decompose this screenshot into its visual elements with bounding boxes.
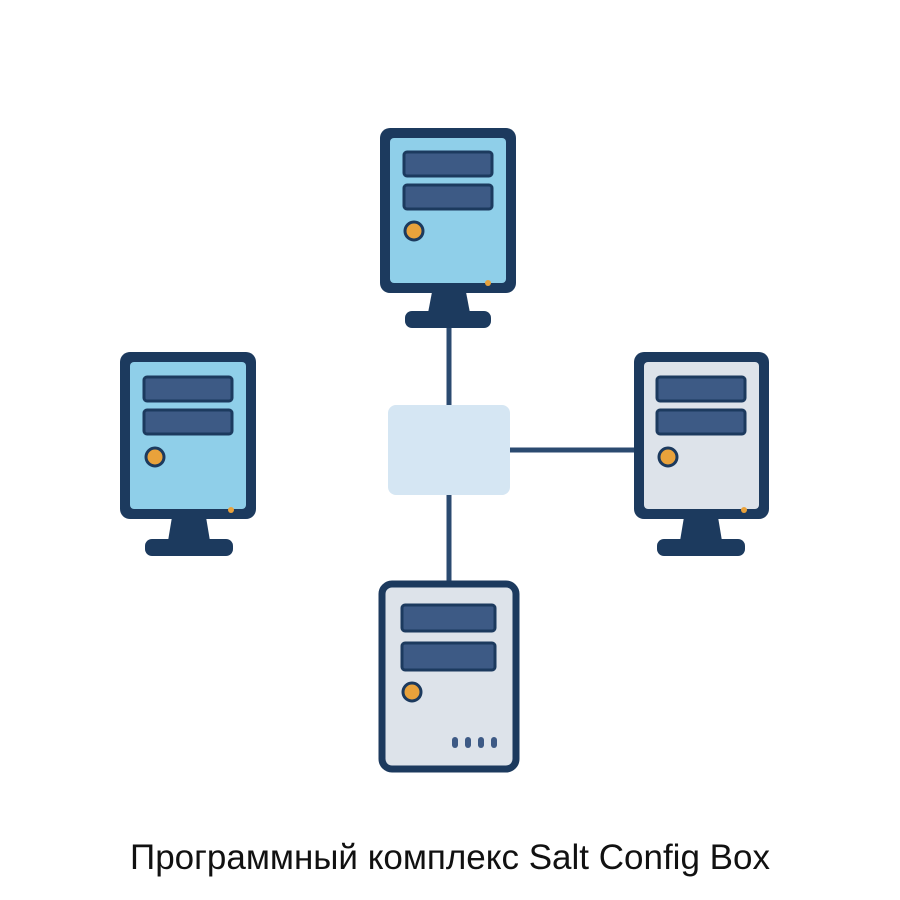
connection-lines bbox=[446, 326, 636, 584]
computer-left-icon bbox=[120, 352, 256, 556]
server-tower-icon bbox=[378, 580, 520, 773]
central-hub bbox=[388, 405, 510, 495]
computer-top-icon bbox=[380, 128, 516, 328]
diagram-caption: Программный комплекс Salt Config Box bbox=[130, 838, 770, 877]
computer-right-icon bbox=[634, 352, 769, 556]
